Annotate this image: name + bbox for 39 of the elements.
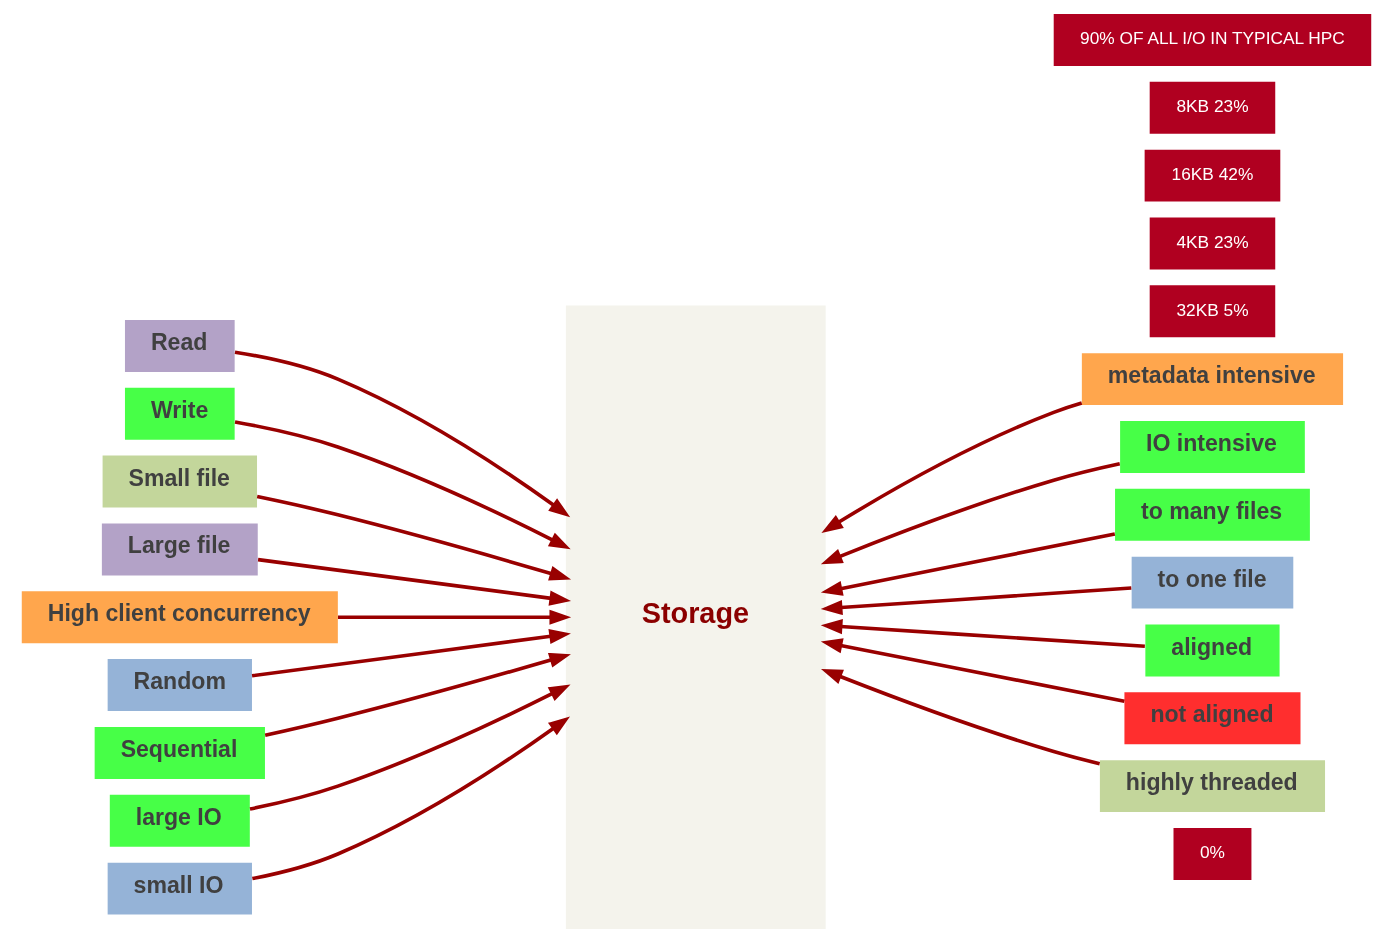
label: 4KB 23% <box>1176 231 1249 252</box>
node-box: Random <box>107 659 252 712</box>
arrow <box>820 619 1145 648</box>
node-box: to one file <box>1131 556 1294 609</box>
arrow <box>249 684 571 811</box>
arrow <box>820 532 1116 596</box>
arrow <box>256 494 572 581</box>
arrow <box>820 638 1125 704</box>
node-box: Storage <box>565 305 826 929</box>
label: 8KB 23% <box>1176 96 1249 117</box>
arrow <box>251 628 571 678</box>
node-box: Write <box>124 387 235 440</box>
node-box: not aligned <box>1124 692 1301 745</box>
node-box: to many files <box>1115 488 1310 541</box>
arrow <box>264 652 571 738</box>
node-box: metadata intensive <box>1081 353 1344 406</box>
node-box: High client concurrency <box>21 591 338 644</box>
arrow <box>820 586 1132 616</box>
node-box: Small file <box>102 455 258 508</box>
node-box: small IO <box>107 862 252 915</box>
arrow <box>252 716 570 881</box>
label: 32KB 5% <box>1176 299 1249 320</box>
arrow <box>338 609 572 625</box>
node-box: highly threaded <box>1099 760 1326 813</box>
node-box: Sequential <box>94 726 265 779</box>
node-box: large IO <box>109 794 250 847</box>
arrow <box>821 668 1101 766</box>
arrow <box>821 401 1083 533</box>
node-box: Read <box>124 319 235 372</box>
label: 16KB 42% <box>1171 164 1254 185</box>
arrow <box>820 461 1121 565</box>
node-box: Large file <box>101 523 258 576</box>
label: 90% OF ALL I/O IN TYPICAL HPC <box>1080 28 1345 49</box>
node-box: aligned <box>1145 624 1280 677</box>
arrow <box>234 350 571 518</box>
label: 0% <box>1199 842 1225 863</box>
arrow <box>234 420 571 550</box>
arrow <box>257 557 572 606</box>
node-box: IO intensive <box>1120 421 1305 473</box>
